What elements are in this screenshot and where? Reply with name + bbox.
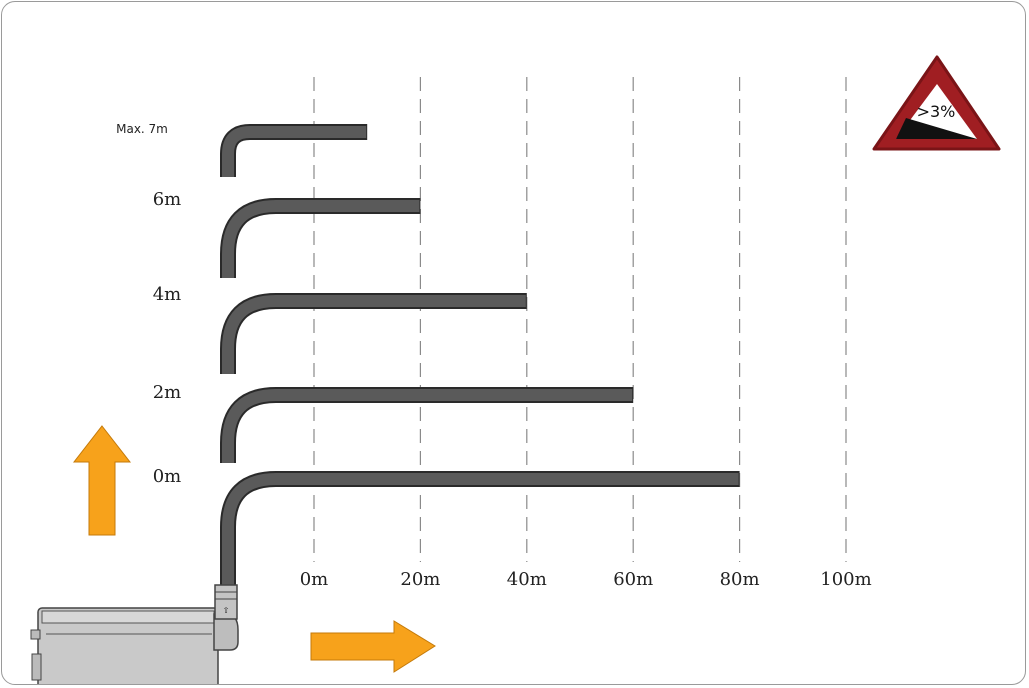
pipe-outline: [220, 198, 421, 278]
pipe-run: [222, 473, 739, 588]
height-label: 4m: [153, 284, 182, 305]
pipe-run: [222, 389, 633, 463]
pipe-outline: [220, 124, 368, 177]
distance-label: 40m: [507, 569, 547, 590]
distance-label: 20m: [400, 569, 440, 590]
slope-warning-icon: >3%: [872, 55, 1001, 151]
pipe-run: [222, 295, 526, 374]
slope-percentage-label: >3%: [917, 102, 956, 121]
pipe-run: [222, 126, 367, 177]
height-label: Max. 7m: [116, 122, 168, 136]
pipe-outline: [220, 293, 527, 374]
pipe-run: [222, 200, 420, 278]
horizontal-run-arrow-icon: [310, 620, 436, 673]
height-label: 6m: [153, 189, 182, 210]
vertical-lift-arrow-icon: [72, 425, 132, 536]
svg-text:⇧: ⇧: [223, 606, 230, 615]
distance-label: 60m: [613, 569, 653, 590]
pump-unit-icon: ⇧: [30, 584, 239, 684]
pipe-outline: [220, 387, 634, 463]
distance-label: 0m: [300, 569, 329, 590]
height-label: 2m: [153, 382, 182, 403]
height-label: 0m: [153, 466, 182, 487]
distance-label: 100m: [820, 569, 871, 590]
distance-label: 80m: [720, 569, 760, 590]
